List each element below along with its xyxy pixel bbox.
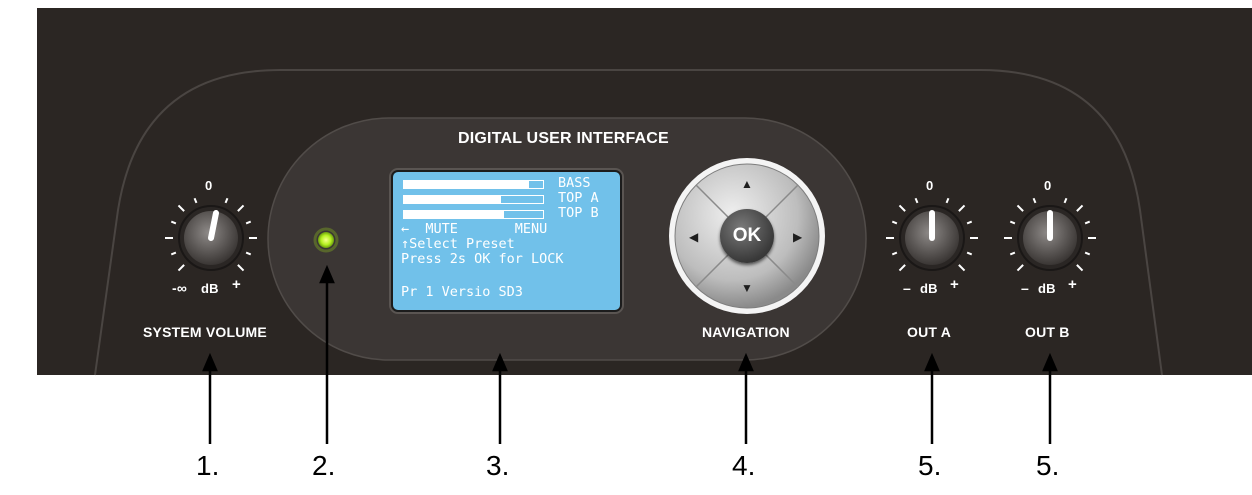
scale-tick xyxy=(177,264,185,272)
system-volume-knob[interactable] xyxy=(165,197,257,272)
callout-3: 3. xyxy=(486,450,510,481)
system-volume-scale-unit: dB xyxy=(201,281,219,296)
top-b-label: TOP B xyxy=(558,205,599,221)
nav-right-button[interactable]: ▶ xyxy=(793,230,803,244)
mute-menu-line: ← MUTE MENU xyxy=(401,221,548,237)
out-a-scale-min: – xyxy=(903,280,911,296)
system-volume-scale-top: 0 xyxy=(205,178,213,193)
select-preset-line: ↑Select Preset xyxy=(401,236,515,252)
lock-hint-line: Press 2s OK for LOCK xyxy=(401,251,564,267)
out-b-scale-top: 0 xyxy=(1044,178,1052,193)
callout-pointers xyxy=(202,264,1058,444)
out-a-scale-max: + xyxy=(950,276,959,293)
scale-tick xyxy=(958,204,966,212)
out-a-label: OUT A xyxy=(907,324,952,340)
scale-tick xyxy=(237,264,245,272)
bass-level-bar xyxy=(403,180,544,189)
version-line: Pr 1 Versio SD3 xyxy=(401,284,523,300)
scale-tick xyxy=(1009,251,1016,256)
scale-tick xyxy=(177,204,185,212)
out-a-scale-top: 0 xyxy=(926,178,934,193)
scale-tick xyxy=(945,197,950,204)
out-b-knob[interactable] xyxy=(1004,197,1096,272)
scale-tick xyxy=(1016,264,1024,272)
callout-5b: 5. xyxy=(1036,450,1060,481)
lcd-display: BASS TOP A TOP B ← MUTE MENU ↑Select Pre… xyxy=(391,170,622,312)
top-a-level-bar xyxy=(403,195,544,204)
scale-tick xyxy=(966,220,973,225)
scale-tick xyxy=(958,264,966,272)
scale-tick xyxy=(1016,204,1024,212)
top-a-label: TOP A xyxy=(558,190,599,206)
scale-tick xyxy=(898,204,906,212)
callout-2: 2. xyxy=(312,450,336,481)
nav-up-button[interactable]: ▲ xyxy=(741,177,753,191)
top-b-level-bar xyxy=(403,210,544,219)
scale-tick xyxy=(898,264,906,272)
scale-tick xyxy=(914,197,919,204)
scale-tick xyxy=(245,251,252,256)
ok-button[interactable]: OK xyxy=(720,209,774,263)
scale-tick xyxy=(193,197,198,204)
scale-tick xyxy=(1076,204,1084,212)
scale-tick xyxy=(245,220,252,225)
scale-tick xyxy=(237,204,245,212)
out-a-scale-unit: dB xyxy=(920,281,938,296)
nav-down-button[interactable]: ▼ xyxy=(741,281,753,295)
bass-label: BASS xyxy=(558,175,591,191)
out-b-label: OUT B xyxy=(1025,324,1070,340)
out-b-scale-min: – xyxy=(1021,280,1029,296)
scale-tick xyxy=(170,220,177,225)
scale-tick xyxy=(1032,197,1037,204)
out-b-scale-max: + xyxy=(1068,276,1077,293)
scale-tick xyxy=(1084,251,1091,256)
out-a-knob[interactable] xyxy=(886,197,978,272)
callout-1: 1. xyxy=(196,450,220,481)
scale-tick xyxy=(1009,220,1016,225)
nav-left-button[interactable]: ◀ xyxy=(689,230,699,244)
scale-tick xyxy=(170,251,177,256)
navigation-label: NAVIGATION xyxy=(702,324,790,340)
system-volume-scale-max: + xyxy=(232,276,241,293)
scale-tick xyxy=(1084,220,1091,225)
scale-tick xyxy=(1076,264,1084,272)
scale-tick xyxy=(966,251,973,256)
scale-tick xyxy=(1063,197,1068,204)
status-led xyxy=(318,232,334,248)
scale-tick xyxy=(891,251,898,256)
scale-tick xyxy=(891,220,898,225)
out-b-scale-unit: dB xyxy=(1038,281,1056,296)
system-volume-scale-min: -∞ xyxy=(172,280,188,296)
housing-outline xyxy=(94,69,1163,376)
panel-title: DIGITAL USER INTERFACE xyxy=(458,130,669,147)
callout-5a: 5. xyxy=(918,450,942,481)
callout-4: 4. xyxy=(732,450,756,481)
system-volume-label: SYSTEM VOLUME xyxy=(143,324,267,340)
scale-tick xyxy=(224,197,229,204)
